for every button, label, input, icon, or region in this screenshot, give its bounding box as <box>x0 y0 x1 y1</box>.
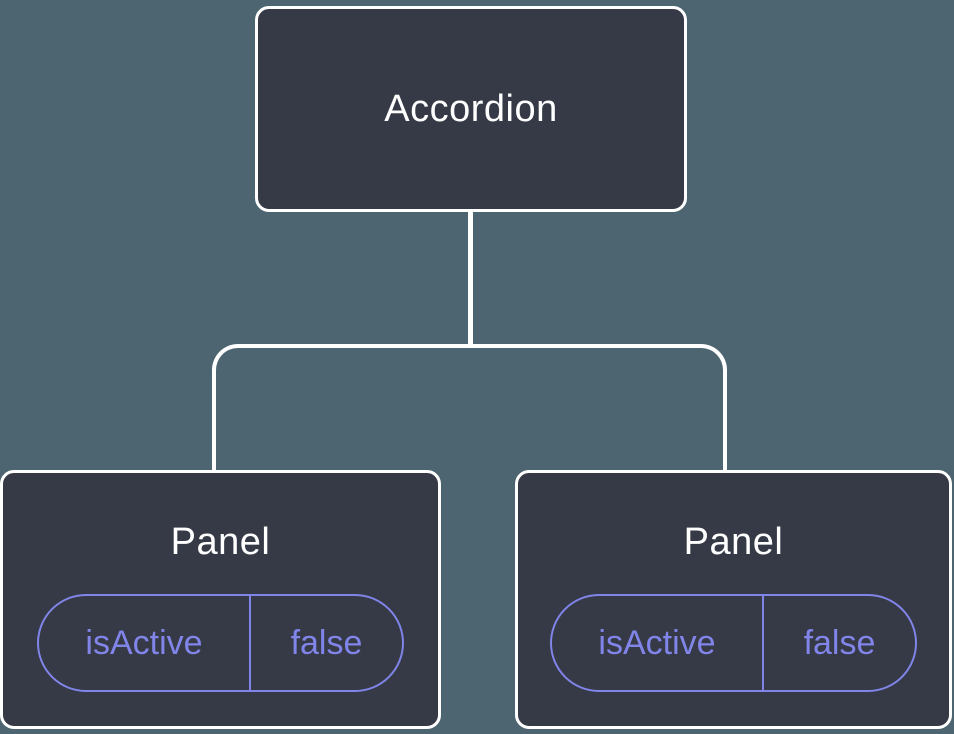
panel-right-state-pill: isActive false <box>550 594 917 692</box>
accordion-node-label: Accordion <box>384 87 558 130</box>
panel-right-state-name: isActive <box>552 596 764 690</box>
panel-right-label: Panel <box>683 521 784 563</box>
panel-node-left: Panel isActive false <box>0 470 441 729</box>
connector-stem <box>468 211 473 347</box>
panel-left-label: Panel <box>170 521 271 563</box>
panel-left-state-value: false <box>290 623 363 662</box>
panel-left-state-pill: isActive false <box>37 594 404 692</box>
panel-right-state-value: false <box>803 623 876 662</box>
connector-bracket <box>212 344 727 471</box>
panel-left-state-name: isActive <box>39 596 251 690</box>
accordion-node: Accordion <box>255 6 687 212</box>
panel-node-right: Panel isActive false <box>515 470 952 729</box>
